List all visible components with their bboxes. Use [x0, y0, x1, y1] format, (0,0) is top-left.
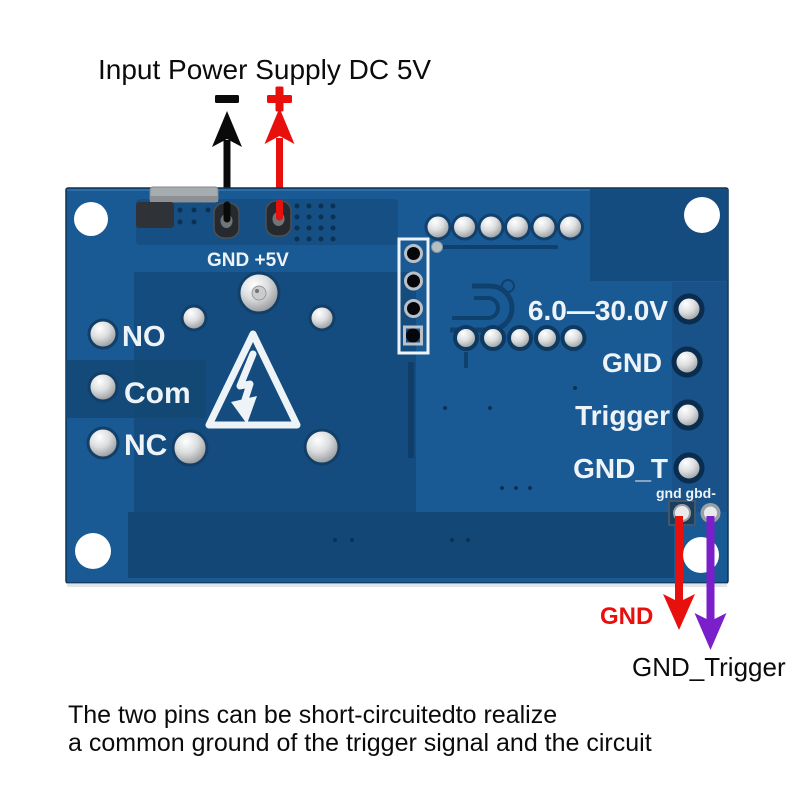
- gnd-annotation-label: GND: [600, 603, 653, 630]
- io-pin-trigger-label: Trigger: [575, 400, 670, 431]
- gray-via: [431, 241, 443, 253]
- jumper-pins-label: gnd gbd-: [656, 485, 716, 501]
- minus-icon: [215, 95, 239, 103]
- relay-terminal-com-label: Com: [124, 377, 191, 410]
- header-footprint: [397, 237, 430, 355]
- mounting-holes: [74, 197, 720, 573]
- io-pin-gnd-label: GND: [602, 348, 662, 378]
- gnd-trigger-wire-arrow: [694, 516, 727, 650]
- caption-line-1: The two pins can be short-circuitedto re…: [68, 701, 557, 729]
- gnd-wire-arrow: [663, 516, 695, 630]
- title-input-power-supply: Input Power Supply DC 5V: [98, 54, 431, 85]
- relay-terminal-nc-label: NC: [124, 429, 167, 462]
- pcb-board: GND +5V NO Com NC 6.0—30.0V GND Trigger …: [65, 186, 729, 587]
- high-voltage-warning-icon: [205, 330, 301, 429]
- micro-usb-connector: [136, 186, 219, 228]
- gnd-trigger-annotation-label: GND_Trigger: [632, 652, 786, 682]
- io-pin-gnd-t-label: GND_T: [573, 453, 668, 484]
- relay-terminal-no-label: NO: [122, 321, 166, 353]
- screw-joint: [237, 271, 281, 315]
- io-pin-voltage-label: 6.0—30.0V: [528, 295, 668, 326]
- solder-joints: [86, 213, 721, 526]
- caption-line-2: a common ground of the trigger signal an…: [68, 729, 652, 757]
- board-shadow: [67, 583, 727, 587]
- plus-icon: [267, 86, 292, 112]
- mounting-hole-bottom-left: [75, 533, 111, 569]
- mounting-hole-top-right: [684, 197, 720, 233]
- bottom-strip-shade: [128, 512, 674, 578]
- via-grid: [177, 203, 577, 542]
- power-pads-label: GND +5V: [207, 250, 289, 271]
- mounting-hole-top-left: [74, 202, 108, 236]
- power-input-pads: [213, 199, 292, 239]
